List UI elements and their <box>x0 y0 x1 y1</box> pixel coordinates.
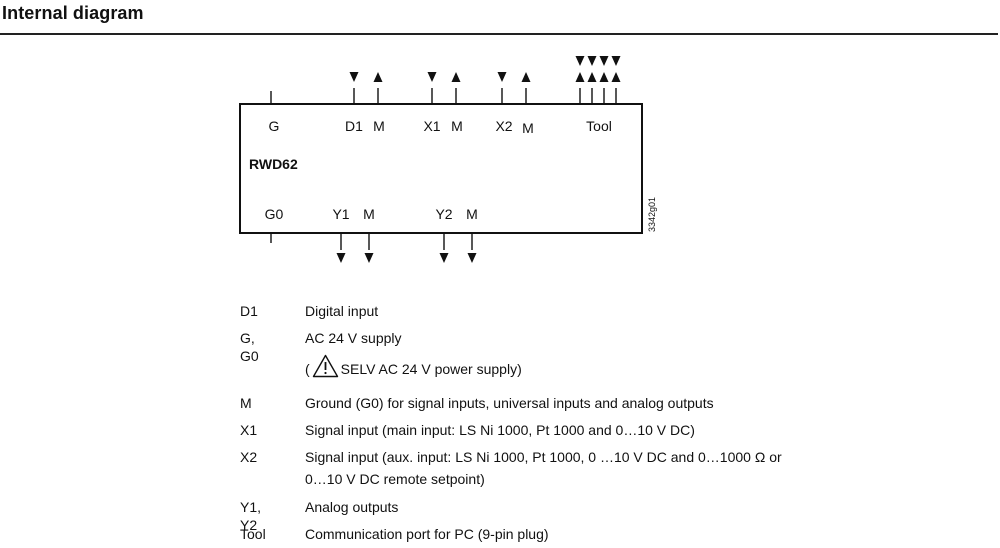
heading-rule <box>0 33 998 35</box>
label-g: G <box>269 118 280 134</box>
arrow-down-tool-4 <box>611 56 621 66</box>
label-tool: Tool <box>586 118 612 134</box>
bottom-terminals <box>270 233 473 250</box>
arrow-up-m1 <box>373 72 383 82</box>
arrow-up-m3 <box>521 72 531 82</box>
label-m3: M <box>522 120 534 136</box>
section-heading: Internal diagram <box>2 3 144 23</box>
arrow-up-m2 <box>451 72 461 82</box>
label-x2: X2 <box>495 118 512 134</box>
label-x1: X1 <box>423 118 440 134</box>
label-y2: Y2 <box>435 206 452 222</box>
label-y1: Y1 <box>332 206 349 222</box>
arrow-down-d1 <box>349 72 359 82</box>
label-m-y1: M <box>363 206 375 222</box>
arrow-up-tool-1 <box>575 72 585 82</box>
top-arrows <box>349 56 621 82</box>
arrow-up-tool-4 <box>611 72 621 82</box>
label-d1: D1 <box>345 118 363 134</box>
arrow-down-tool-1 <box>575 56 585 66</box>
arrow-down-x2 <box>497 72 507 82</box>
arrow-down-tool-2 <box>587 56 597 66</box>
device-box <box>239 103 643 234</box>
arrow-up-tool-2 <box>587 72 597 82</box>
arrow-down-y2 <box>439 253 449 263</box>
arrow-down-x1 <box>427 72 437 82</box>
device-name: RWD62 <box>249 156 298 172</box>
label-m-y2: M <box>466 206 478 222</box>
arrow-down-y1 <box>336 253 346 263</box>
arrow-up-tool-3 <box>599 72 609 82</box>
arrow-down-m-y2 <box>467 253 477 263</box>
bottom-arrows <box>336 253 477 263</box>
top-terminals <box>270 88 617 104</box>
arrow-down-m-y1 <box>364 253 374 263</box>
drawing-code: 3342g01 <box>647 197 657 232</box>
label-m2: M <box>451 118 463 134</box>
arrow-down-tool-3 <box>599 56 609 66</box>
label-m1: M <box>373 118 385 134</box>
bottom-labels: G0 Y1 M Y2 M <box>265 206 478 222</box>
top-labels: G D1 M X1 M X2 M Tool <box>269 118 612 136</box>
label-g0: G0 <box>265 206 284 222</box>
